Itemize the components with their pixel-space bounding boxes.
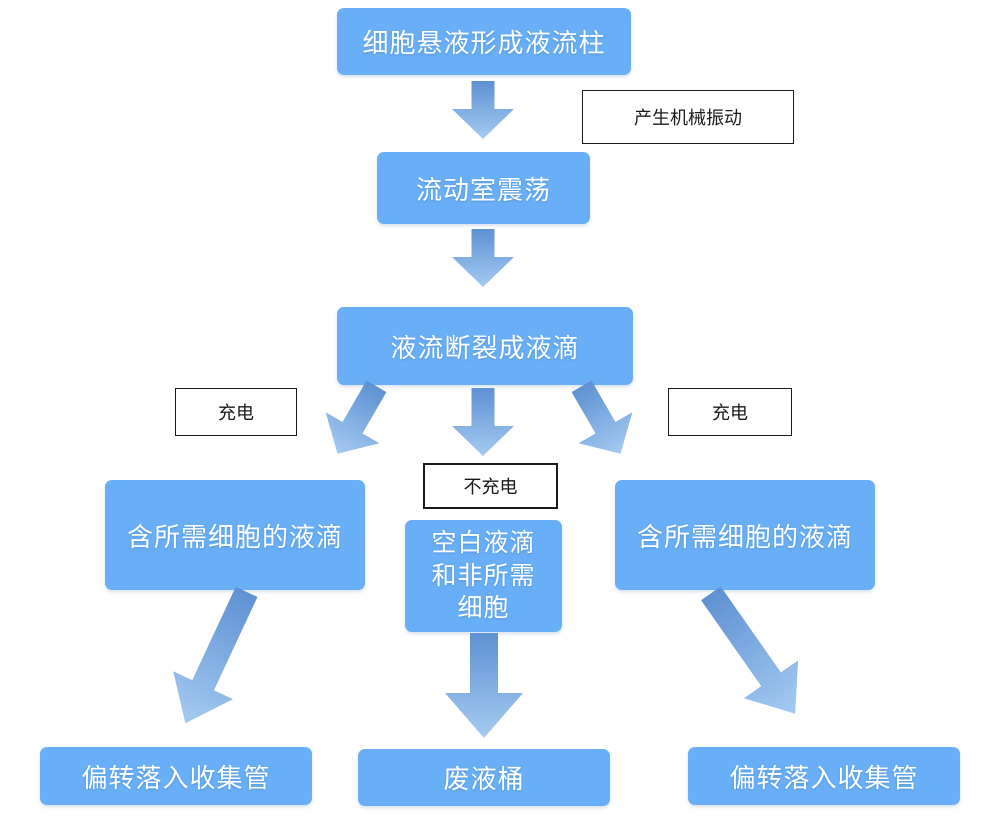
charged-right-arrow-icon — [571, 380, 633, 454]
node-desired-cells-left: 含所需细胞的液滴 — [105, 480, 365, 590]
waste-down-arrow-icon — [445, 633, 523, 738]
charge-left-label: 充电 — [175, 388, 297, 436]
node-label: 细胞悬液形成液流柱 — [362, 28, 606, 58]
node-flow-chamber: 流动室震荡 — [377, 152, 590, 224]
charged-left-arrow-icon — [325, 380, 387, 454]
uncharged-middle-arrow-icon — [452, 388, 514, 456]
node-collection-tube-left: 偏转落入收集管 — [40, 747, 312, 805]
no-charge-label: 不充电 — [423, 463, 558, 509]
annotation-text: 充电 — [218, 403, 254, 423]
annotation-text: 充电 — [712, 403, 748, 423]
annotation-text: 不充电 — [463, 477, 518, 497]
node-desired-cells-right: 含所需细胞的液滴 — [615, 480, 875, 590]
annotation-text: 产生机械振动 — [634, 108, 742, 128]
node-label: 空白液滴 和非所需 细胞 — [431, 529, 536, 623]
node-blank-droplets: 空白液滴 和非所需 细胞 — [405, 520, 562, 632]
charge-right-label: 充电 — [668, 388, 792, 436]
node-label: 液流断裂成液滴 — [390, 332, 580, 363]
node-stream-breakup: 液流断裂成液滴 — [337, 307, 633, 385]
node-label: 偏转落入收集管 — [729, 762, 919, 793]
node-waste-bucket: 废液桶 — [358, 749, 610, 806]
node-label: 含所需细胞的液滴 — [126, 521, 343, 552]
node-collection-tube-right: 偏转落入收集管 — [688, 747, 960, 805]
node-label: 流动室震荡 — [415, 174, 551, 205]
suspension-to-chamber-arrow-icon — [452, 81, 514, 139]
node-label: 废液桶 — [443, 764, 525, 794]
deflect-right-arrow-icon — [701, 586, 799, 714]
chamber-to-breakup-arrow-icon — [452, 229, 514, 287]
node-label: 含所需细胞的液滴 — [636, 521, 853, 552]
node-cell-suspension: 细胞悬液形成液流柱 — [337, 8, 631, 75]
node-label: 偏转落入收集管 — [81, 762, 271, 793]
mechanical-vibration-label: 产生机械振动 — [582, 90, 794, 144]
deflect-left-arrow-icon — [173, 586, 258, 724]
